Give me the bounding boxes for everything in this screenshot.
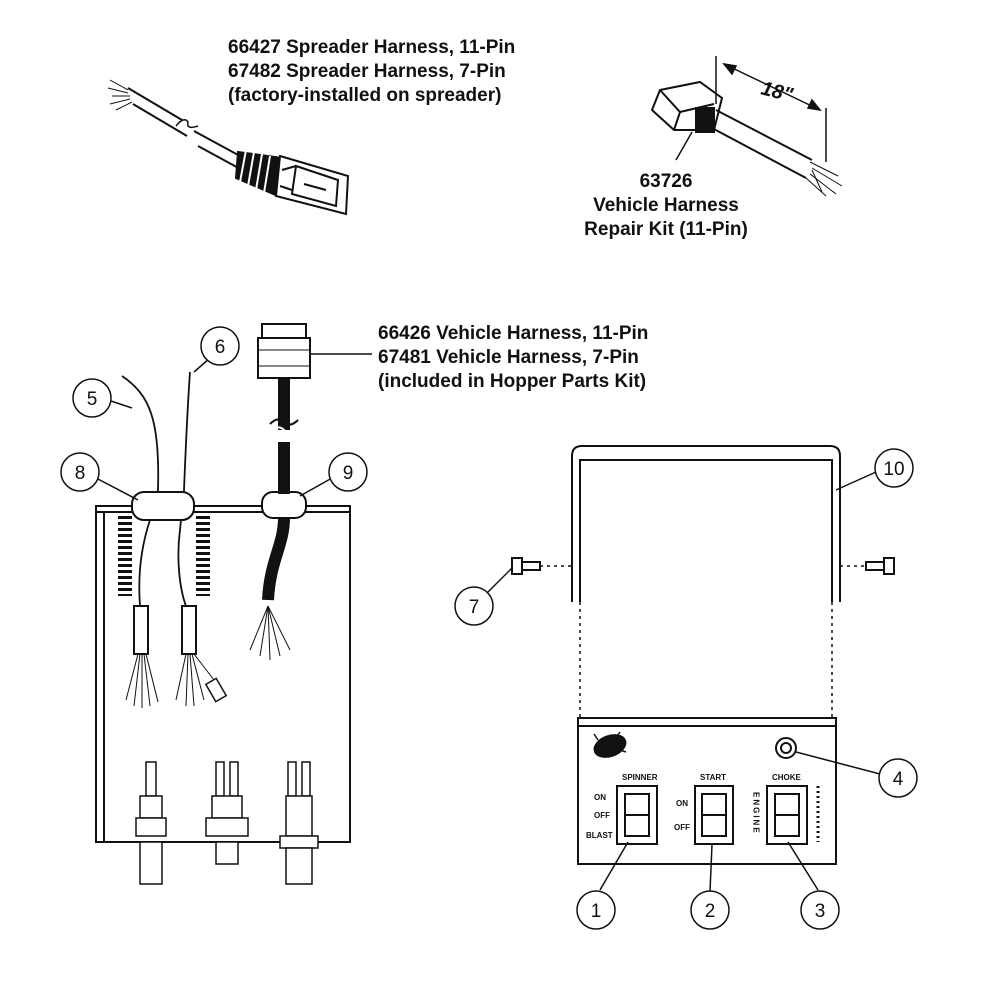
callout-4 <box>878 758 918 798</box>
spinner-blast: BLAST <box>586 831 613 840</box>
start-off: OFF <box>674 823 690 832</box>
spinner-on: ON <box>594 793 606 802</box>
spreader-harness-line-1: 66427 Spreader Harness, 11-Pin <box>228 37 516 58</box>
grommet-9 <box>261 491 307 519</box>
repair-kit-drawing <box>650 56 843 197</box>
start-title: START <box>700 773 726 782</box>
callout-num-2: 2 <box>705 901 716 922</box>
vehicle-harness-label: 66426 Vehicle Harness, 11-Pin 67481 Vehi… <box>378 322 648 394</box>
spreader-harness-label: 66427 Spreader Harness, 11-Pin 67482 Spr… <box>228 36 515 108</box>
callout-num-4: 4 <box>893 769 904 790</box>
spinner-off: OFF <box>594 811 610 820</box>
callout-circles <box>60 326 918 930</box>
callout-numbers: 5 6 8 9 10 7 4 1 2 3 <box>75 337 905 922</box>
grommet-8 <box>131 491 195 521</box>
repair-plug-icon <box>650 80 724 133</box>
repair-kit-line-2: Vehicle Harness <box>593 195 739 216</box>
screw-left-icon <box>511 557 541 575</box>
callout-10 <box>874 448 914 488</box>
choke-title: CHOKE <box>772 773 802 782</box>
callout-8 <box>60 452 100 492</box>
callout-num-6: 6 <box>215 337 226 358</box>
engine-label: ENGINE <box>752 792 761 835</box>
start-on: ON <box>676 799 688 808</box>
callout-num-3: 3 <box>815 901 826 922</box>
callout-num-9: 9 <box>343 463 354 484</box>
screw-right-icon <box>865 557 895 575</box>
callout-5 <box>72 378 112 418</box>
brand-logo-icon <box>593 731 627 758</box>
indicator-light <box>775 737 797 759</box>
callout-num-10: 10 <box>883 459 904 480</box>
repair-kit-line-1: 63726 <box>639 171 693 192</box>
switch-terminals-icon <box>135 761 319 885</box>
callout-7 <box>454 586 494 626</box>
spinner-title: SPINNER <box>622 773 658 782</box>
terminal-strip-left <box>118 512 132 596</box>
vehicle-harness-line-3: (included in Hopper Parts Kit) <box>378 371 647 392</box>
terminal-strip-right <box>196 512 210 596</box>
panel-text: SPINNER ON OFF BLAST START ON OFF CHOKE … <box>586 773 802 840</box>
dimension-line-icon <box>715 56 827 162</box>
spreader-harness-line-3: (factory-installed on spreader) <box>228 85 502 106</box>
repair-kit-line-3: Repair Kit (11-Pin) <box>584 219 748 240</box>
spreader-plug-icon <box>274 154 350 216</box>
vehicle-plug-icon <box>257 323 311 379</box>
callout-2 <box>690 890 730 930</box>
callout-1 <box>576 890 616 930</box>
dimension-label: 18" <box>759 78 796 107</box>
repair-kit-label: 63726 Vehicle Harness Repair Kit (11-Pin… <box>556 170 776 242</box>
callout-num-1: 1 <box>591 901 602 922</box>
frayed-wires-icon <box>107 79 133 111</box>
control-panel-drawing <box>511 445 895 865</box>
vehicle-harness-line-1: 66426 Vehicle Harness, 11-Pin <box>378 323 649 344</box>
callout-9 <box>328 452 368 492</box>
callout-6 <box>200 326 240 366</box>
spreader-harness-line-2: 67482 Spreader Harness, 7-Pin <box>228 61 506 82</box>
frayed-end-icon <box>805 161 843 197</box>
callout-num-5: 5 <box>87 389 98 410</box>
connector-boot-icon <box>234 149 284 198</box>
spreader-harness-drawing <box>107 79 350 216</box>
callout-num-7: 7 <box>469 597 480 618</box>
callout-3 <box>800 890 840 930</box>
wiring-box-drawing <box>95 323 351 885</box>
vehicle-harness-line-2: 67481 Vehicle Harness, 7-Pin <box>378 347 639 368</box>
callout-num-8: 8 <box>75 463 86 484</box>
